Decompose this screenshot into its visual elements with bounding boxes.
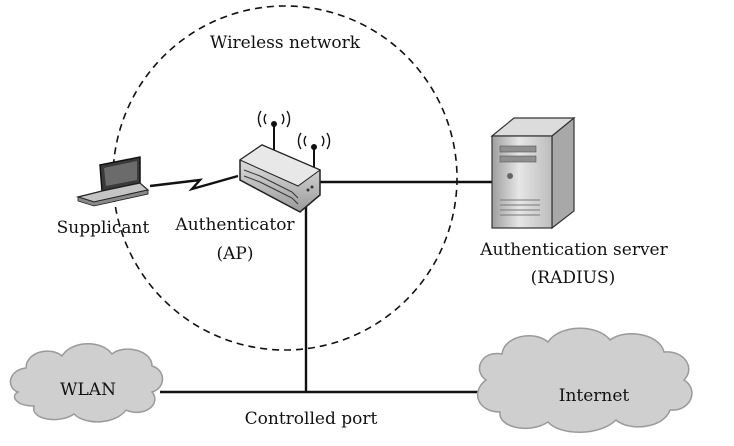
wireless-access-point-icon: [238, 110, 331, 213]
tower-server-icon: [490, 116, 576, 230]
controlled-port-label: Controlled port: [245, 409, 378, 429]
laptop-icon: [75, 156, 150, 207]
wireless-link: [149, 174, 239, 192]
wlan-label: WLAN: [60, 380, 116, 400]
supplicant-label: Supplicant: [57, 218, 150, 238]
authenticator-ap-label: (AP): [217, 244, 254, 264]
wlan-cloud-icon: [9, 343, 164, 423]
internet-cloud-icon: [476, 327, 693, 433]
wireless-network-label: Wireless network: [210, 33, 361, 53]
auth-server-radius-label: (RADIUS): [531, 268, 616, 288]
auth-server-label: Authentication server: [479, 240, 668, 260]
internet-label: Internet: [559, 386, 630, 406]
authenticator-label: Authenticator: [174, 215, 295, 235]
